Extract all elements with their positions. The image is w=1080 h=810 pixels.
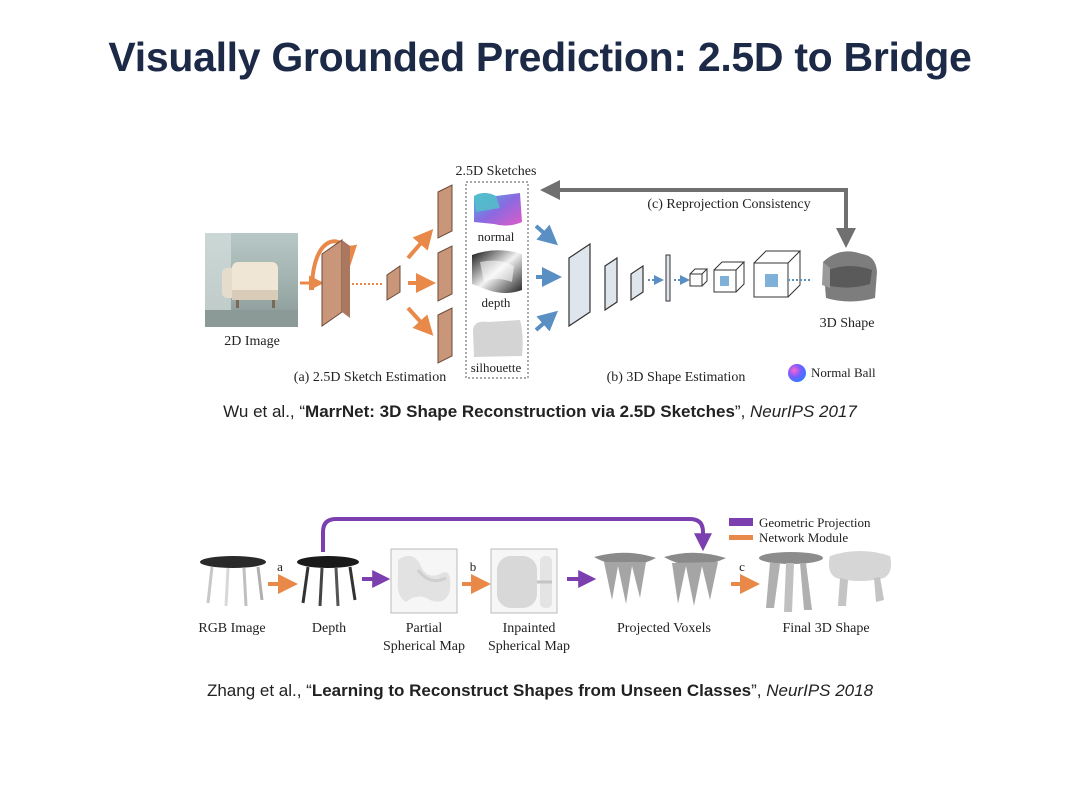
voxel-decoder [689, 250, 802, 298]
estimator-arrow-normal [534, 224, 559, 246]
reprojection-arrow [540, 180, 848, 238]
input-label: 2D Image [224, 334, 280, 349]
decoder-arrow-silhouette [406, 306, 434, 336]
output-3d-shape [822, 251, 877, 302]
inpainted-line2: Spherical Map [488, 639, 570, 654]
normal-ball-icon [788, 364, 806, 382]
legend-geometric-label: Geometric Projection [759, 515, 871, 530]
latent-vector [665, 254, 671, 302]
citation2-separator: ”, [751, 681, 767, 700]
stage-a-label: (a) 2.5D Sketch Estimation [294, 370, 446, 385]
partial-line1: Partial [406, 621, 443, 636]
legend-network-swatch [729, 535, 753, 540]
citation1-separator: ”, [734, 402, 751, 421]
slide-title: Visually Grounded Prediction: 2.5D to Br… [108, 34, 972, 80]
normal-ball-label: Normal Ball [811, 365, 876, 380]
depth-label: depth [482, 295, 511, 310]
geometric-projection-arrow [321, 517, 712, 552]
decoder-silhouette [437, 307, 453, 364]
projected-voxels [594, 552, 726, 606]
final-label: Final 3D Shape [782, 621, 869, 636]
sketches-header: 2.5D Sketches [456, 164, 537, 179]
silhouette-map [473, 320, 523, 357]
partial-spherical-map [390, 548, 458, 614]
decoder-normal [437, 184, 453, 239]
citation2-venue: NeurIPS 2018 [766, 681, 874, 700]
partial-line2: Spherical Map [383, 639, 465, 654]
sketches-box [465, 181, 529, 379]
encoder-block [321, 239, 343, 327]
silhouette-label: silhouette [471, 360, 522, 375]
step-b-label: b [470, 559, 477, 574]
estimator-layer-3 [630, 264, 644, 302]
citation1-title: MarrNet: 3D Shape Reconstruction via 2.5… [305, 402, 735, 421]
decoder-arrow-normal [406, 228, 434, 260]
citation1-venue: NeurIPS 2017 [750, 402, 857, 421]
input-photo [205, 233, 298, 327]
decoder-depth [437, 245, 453, 302]
stage-b-label: (b) 3D Shape Estimation [607, 370, 746, 385]
legend-geometric-swatch [729, 518, 753, 526]
estimator-arrow-silhouette [534, 310, 559, 332]
estimator-layer-1 [568, 242, 591, 328]
depth-map [472, 250, 522, 293]
rgb-table-image [200, 556, 266, 607]
inpainted-spherical-map [490, 548, 558, 614]
latent-block [386, 265, 401, 301]
rgb-label: RGB Image [198, 621, 265, 636]
citation-genre: Zhang et al., “Learning to Reconstruct S… [0, 681, 1080, 701]
normal-map [474, 193, 522, 226]
citation-marrnet: Wu et al., “MarrNet: 3D Shape Reconstruc… [0, 402, 1080, 422]
normal-label: normal [478, 229, 515, 244]
depth-table-image [297, 556, 359, 607]
inpainted-line1: Inpainted [503, 621, 556, 636]
final-3d-shapes [759, 551, 892, 612]
citation2-title: Learning to Reconstruct Shapes from Unse… [311, 681, 752, 700]
output-label: 3D Shape [820, 316, 875, 331]
reprojection-label: (c) Reprojection Consistency [647, 197, 810, 212]
citation1-authors: Wu et al., “ [223, 402, 306, 421]
legend-network-label: Network Module [759, 530, 848, 545]
estimator-layer-2 [604, 256, 618, 312]
voxels-label: Projected Voxels [617, 621, 711, 636]
depth-table-label: Depth [312, 621, 346, 636]
step-c-label: c [739, 559, 745, 574]
citation2-authors: Zhang et al., “ [206, 681, 312, 700]
step-a-label: a [277, 559, 283, 574]
